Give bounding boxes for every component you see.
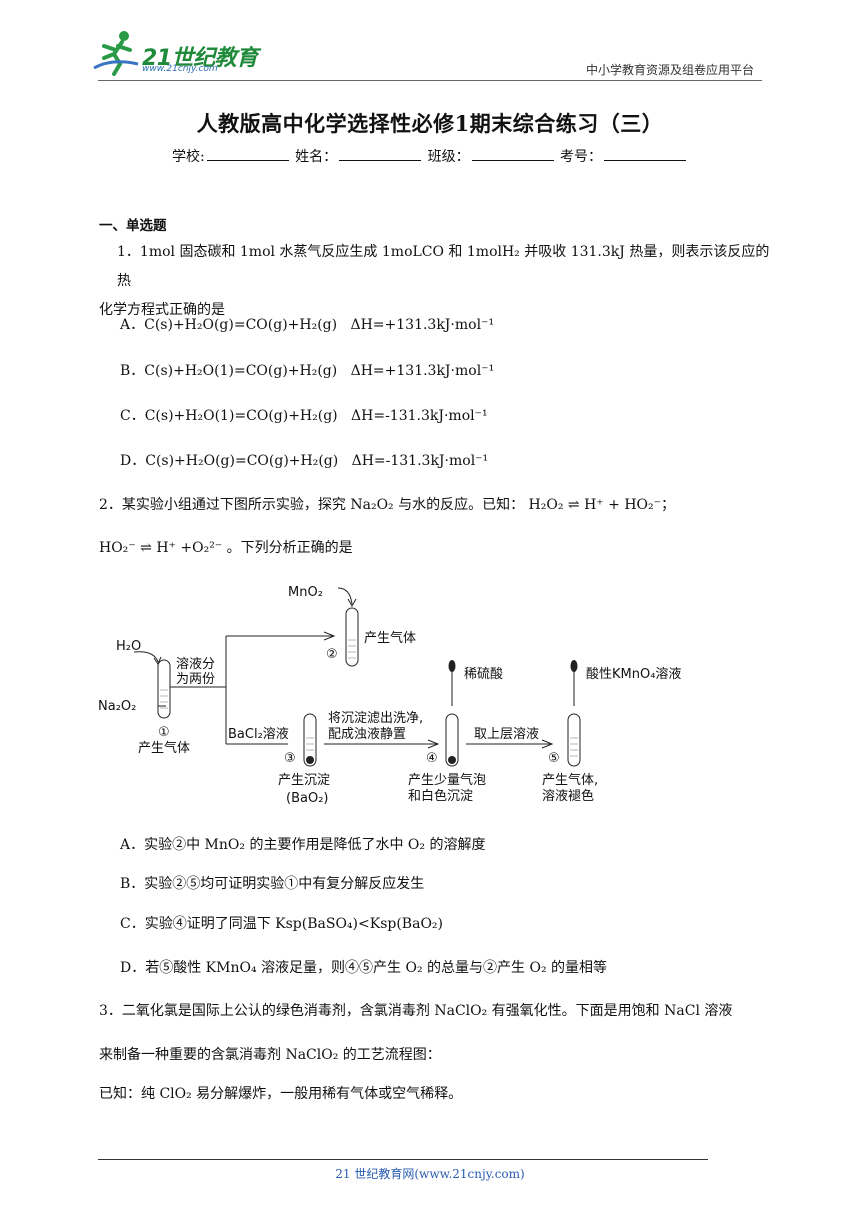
header-divider xyxy=(98,80,762,81)
logo-text: 21世纪教育 xyxy=(142,46,258,71)
tube-5-number: ⑤ xyxy=(548,751,560,766)
logo-url: www.21cnjy.com xyxy=(142,64,218,74)
q1-line1: 1．1mol 固态碳和 1mol 水蒸气反应生成 1moLCO 和 1molH₂… xyxy=(117,244,770,289)
q2-option-d[interactable]: D．若⑤酸性 KMnO₄ 溶液足量，则④⑤产生 O₂ 的总量与②产生 O₂ 的量… xyxy=(120,960,608,976)
student-info-line: 学校: 姓名： 班级： 考号： xyxy=(0,146,860,166)
q2-option-b[interactable]: B．实验②⑤均可证明实验①中有复分解反应发生 xyxy=(120,876,425,892)
ppt3-label: 产生沉淀 xyxy=(278,773,330,788)
filter-label-2: 配成浊液静置 xyxy=(328,727,406,742)
gas5-label-1: 产生气体, xyxy=(542,772,598,788)
q3-line1: 3．二氧化氯是国际上公认的绿色消毒剂，含氯消毒剂 NaClO₂ 有强氧化性。下面… xyxy=(99,1003,733,1019)
q2-line2: HO₂⁻ ⇌ H⁺ +O₂²⁻ 。下列分析正确的是 xyxy=(99,540,353,556)
class-label: 班级： xyxy=(427,149,470,165)
q3-line3: 已知：纯 ClO₂ 易分解爆炸，一般用稀有气体或空气稀释。 xyxy=(99,1086,463,1102)
q2-option-c[interactable]: C．实验④证明了同温下 Ksp(BaSO₄)<Ksp(BaO₂) xyxy=(120,916,443,932)
bao2-label: (BaO₂) xyxy=(286,791,328,806)
tube-3-number: ③ xyxy=(284,751,296,766)
q3-line2: 来制备一种重要的含氯消毒剂 NaClO₂ 的工艺流程图： xyxy=(99,1047,441,1063)
h2so4-label: 稀硫酸 xyxy=(464,667,503,682)
question-1: 1．1mol 固态碳和 1mol 水蒸气反应生成 1moLCO 和 1molH₂… xyxy=(99,238,777,325)
gas2-label: 产生气体 xyxy=(364,630,416,646)
footer-divider xyxy=(98,1159,708,1160)
ppt4-label-2: 和白色沉淀 xyxy=(408,788,473,804)
page-title: 人教版高中化学选择性必修1期末综合练习（三） xyxy=(196,111,664,136)
school-label: 学校: xyxy=(171,149,205,165)
number-blank[interactable] xyxy=(604,146,687,161)
na2o2-label: Na₂O₂ xyxy=(98,699,136,714)
mno2-label: MnO₂ xyxy=(288,585,323,600)
upper-layer-label: 取上层溶液 xyxy=(474,727,539,742)
platform-name: 中小学教育资源及组卷应用平台 xyxy=(585,63,754,77)
q1-line2: 化学方程式正确的是 xyxy=(99,302,225,318)
school-blank[interactable] xyxy=(206,146,289,161)
class-blank[interactable] xyxy=(471,146,554,161)
experiment-diagram: MnO₂ H₂O Na₂O₂ 溶液分 为两份 产生气体 ② ① 产生气体 BaC… xyxy=(98,585,681,806)
ppt4-label-1: 产生少量气泡 xyxy=(408,772,486,788)
name-blank[interactable] xyxy=(339,146,422,161)
q1-option-d[interactable]: D．C(s)+H₂O(g)=CO(g)+H₂(g) ΔH=-131.3kJ·mo… xyxy=(120,453,489,469)
runner-logo-icon xyxy=(93,31,139,76)
q1-option-c[interactable]: C．C(s)+H₂O(1)=CO(g)+H₂(g) ΔH=-131.3kJ·mo… xyxy=(120,408,488,424)
q2-line1: 2．某实验小组通过下图所示实验，探究 Na₂O₂ 与水的反应。已知： H₂O₂ … xyxy=(99,497,676,513)
number-label: 考号： xyxy=(560,149,603,165)
logo xyxy=(92,28,262,80)
filter-label-1: 将沉淀滤出洗净, xyxy=(328,711,423,726)
q2-option-a[interactable]: A．实验②中 MnO₂ 的主要作用是降低了水中 O₂ 的溶解度 xyxy=(120,837,486,853)
gas1-label: 产生气体 xyxy=(138,740,190,756)
bacl2-label: BaCl₂溶液 xyxy=(228,727,289,742)
tube-1-number: ① xyxy=(158,725,170,740)
kmno4-label: 酸性KMnO₄溶液 xyxy=(586,667,681,682)
section-heading: 一、单选题 xyxy=(99,218,167,234)
split-label-1: 溶液分 xyxy=(176,657,215,672)
q1-option-b[interactable]: B．C(s)+H₂O(1)=CO(g)+H₂(g) ΔH=+131.3kJ·mo… xyxy=(120,363,495,379)
footer-text[interactable]: 21 世纪教育网(www.21cnjy.com) xyxy=(335,1167,525,1181)
name-label: 姓名： xyxy=(295,149,338,165)
split-label-2: 为两份 xyxy=(176,672,215,687)
h2o-label: H₂O xyxy=(116,639,141,654)
tube-4-number: ④ xyxy=(426,751,438,766)
gas5-label-2: 溶液褪色 xyxy=(542,788,594,804)
tube-2-number: ② xyxy=(326,647,338,662)
q1-option-a[interactable]: A．C(s)+H₂O(g)=CO(g)+H₂(g) ΔH=+131.3kJ·mo… xyxy=(120,317,495,333)
